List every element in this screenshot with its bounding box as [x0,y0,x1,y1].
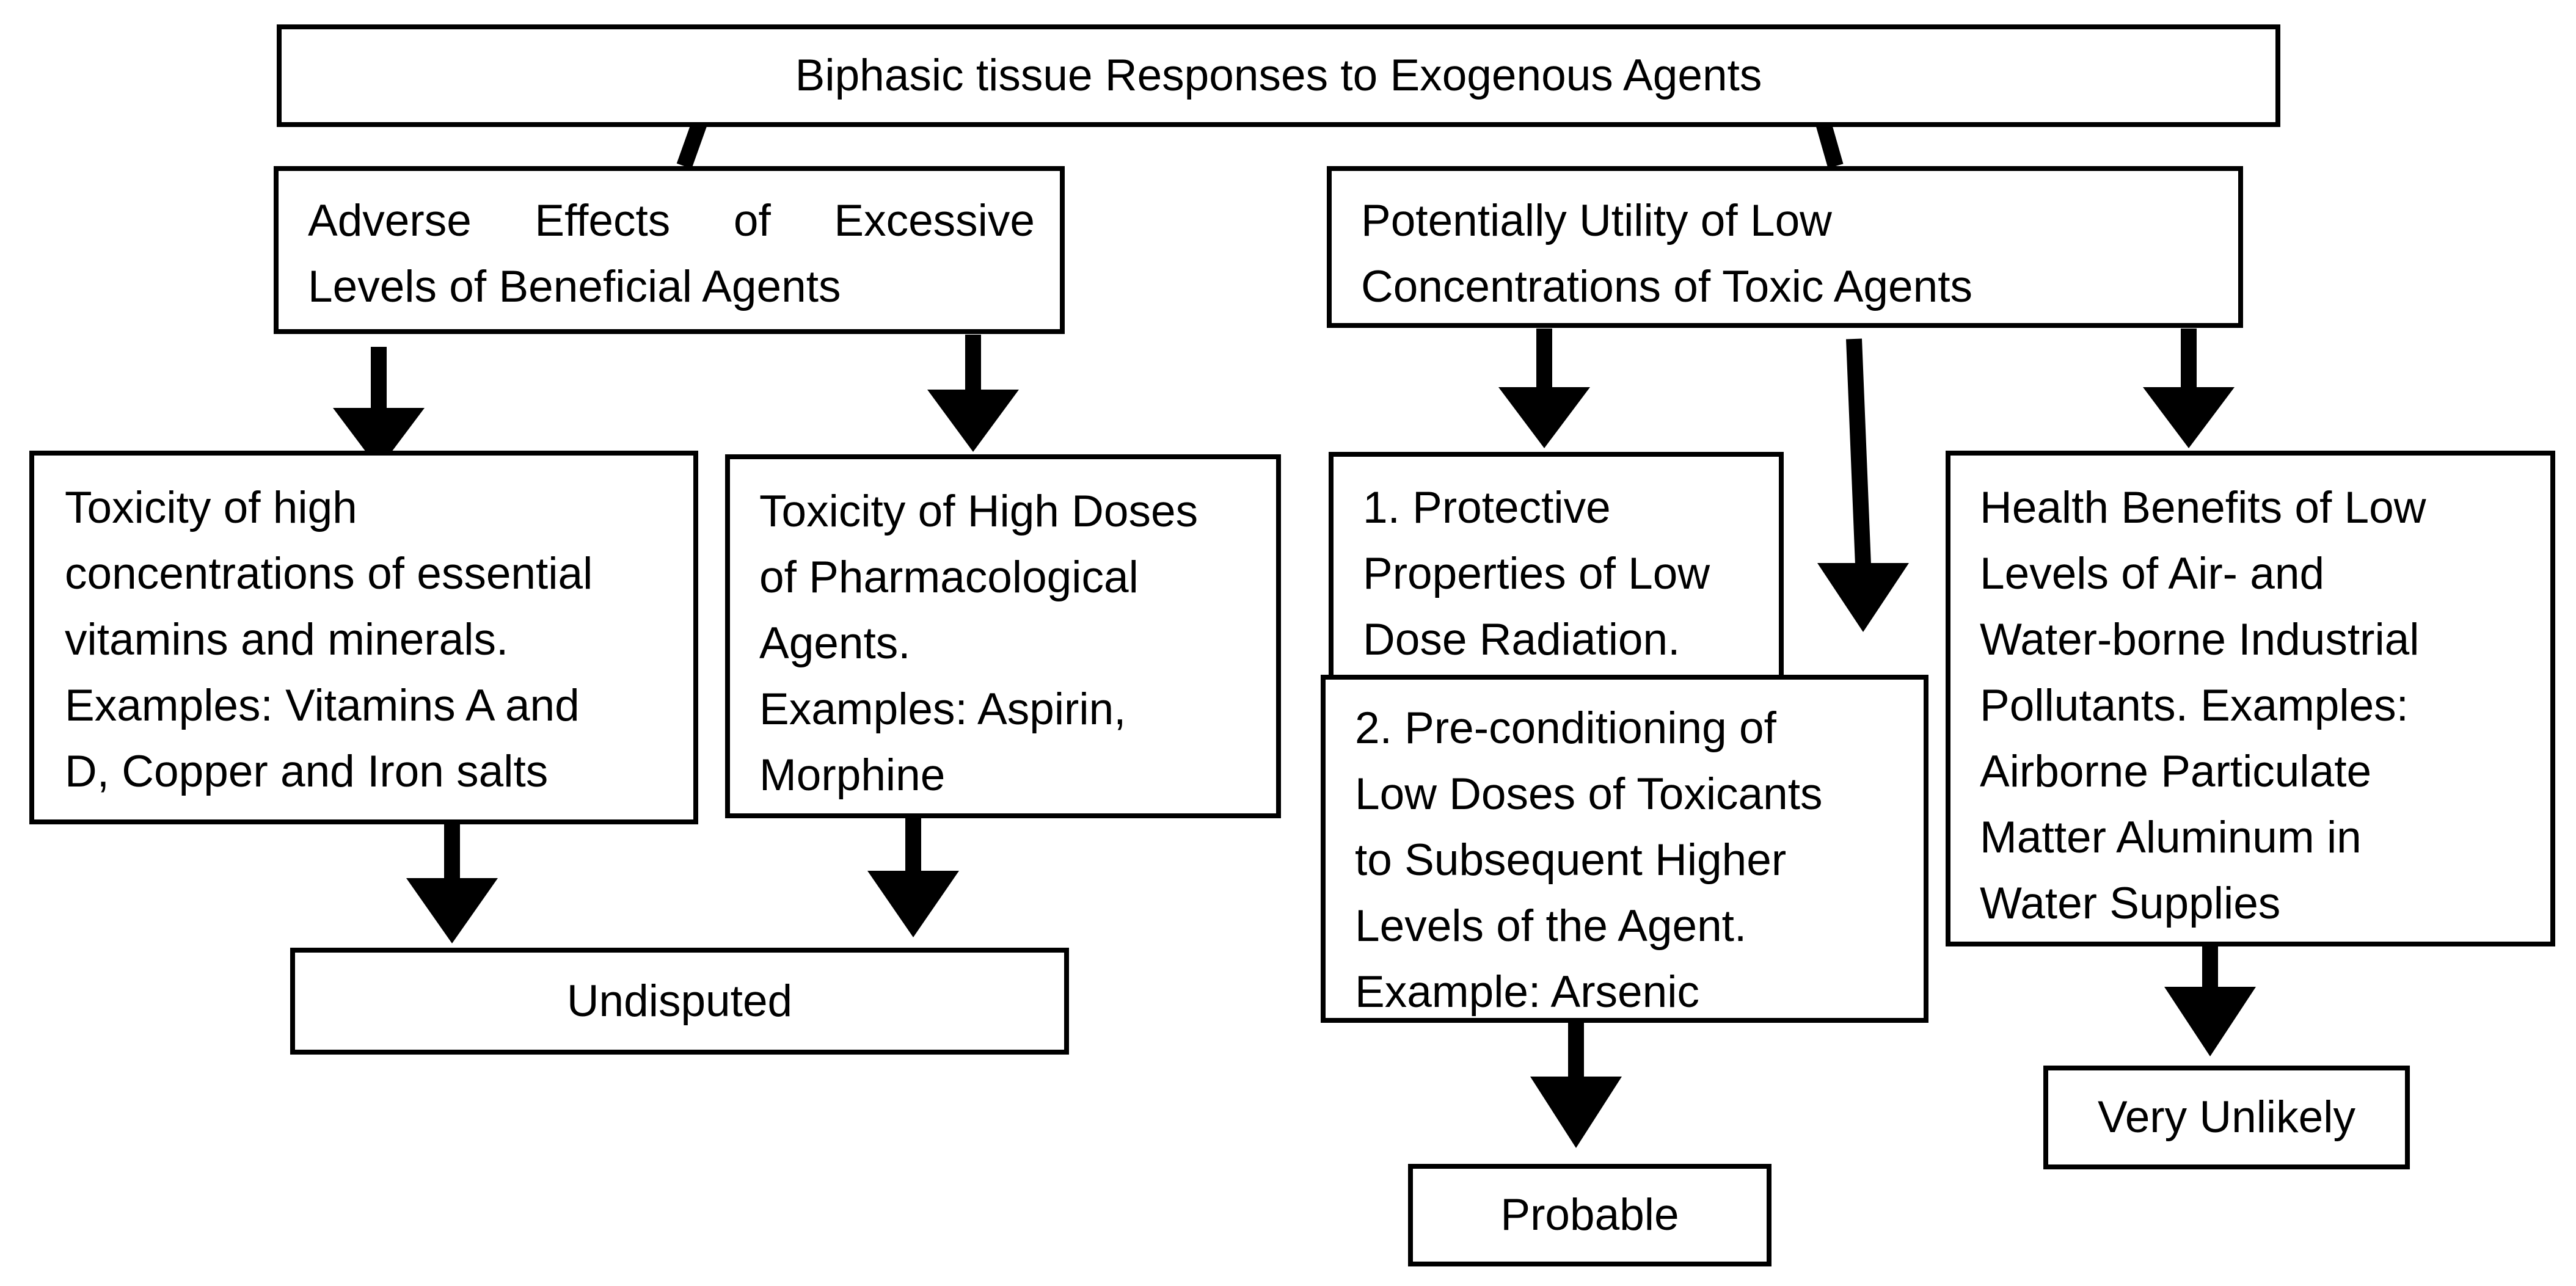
outcome-very-unlikely: Very Unlikely [2043,1066,2410,1169]
arrow-to-pollutants-head [2143,387,2235,448]
branch-adverse-line2: Levels of Beneficial Agents [308,262,841,311]
outcome-very-unlikely-label: Very Unlikely [2098,1092,2355,1142]
leaf-pollutants-text: Health Benefits of Low Levels of Air- an… [1980,483,2426,928]
leaf-preconditioning: 2. Pre-conditioning of Low Doses of Toxi… [1321,675,1928,1023]
arrow-to-radiation-head [1498,387,1590,448]
outcome-probable: Probable [1408,1164,1771,1266]
leaf-vitamins-minerals: Toxicity of high concentrations of essen… [29,451,698,824]
root-node: Biphasic tissue Responses to Exogenous A… [277,24,2280,127]
arrow-preconditioning-to-probable-head [1530,1077,1622,1148]
outcome-undisputed: Undisputed [290,948,1069,1055]
branch-potential-text: Potentially Utility of Low Concentration… [1361,196,1972,311]
leaf-pharmacological: Toxicity of High Doses of Pharmacologica… [725,454,1281,818]
leaf-industrial-pollutants: Health Benefits of Low Levels of Air- an… [1946,451,2555,946]
arrow-to-vitamins-head [333,408,425,469]
arrow-to-preconditioning-head [1817,563,1909,632]
arrow-vitamins-to-undisputed-head [406,878,498,943]
leaf-radiation-text: 1. Protective Properties of Low Dose Rad… [1363,483,1710,664]
leaf-low-dose-radiation: 1. Protective Properties of Low Dose Rad… [1329,452,1784,684]
arrow-to-pharma-head [927,390,1019,452]
root-right-connector [1815,121,1844,169]
leaf-preconditioning-text: 2. Pre-conditioning of Low Doses of Toxi… [1355,703,1823,1017]
leaf-vitamins-text: Toxicity of high concentrations of essen… [65,483,593,796]
arrow-pharma-to-undisputed-head [867,871,959,937]
branch-adverse-line1: Adverse Effects of Excessive [308,196,1035,245]
root-label: Biphasic tissue Responses to Exogenous A… [795,51,1762,100]
arrow-to-preconditioning-shaft [1846,338,1871,565]
outcome-probable-label: Probable [1500,1190,1679,1240]
arrow-pollutants-to-unlikely-head [2164,987,2256,1056]
root-left-connector [676,120,707,169]
branch-potential-utility: Potentially Utility of Low Concentration… [1327,166,2243,328]
outcome-undisputed-label: Undisputed [566,976,793,1026]
branch-adverse-effects: Adverse Effects of Excessive Levels of B… [274,166,1065,334]
leaf-pharma-text: Toxicity of High Doses of Pharmacologica… [759,487,1199,800]
